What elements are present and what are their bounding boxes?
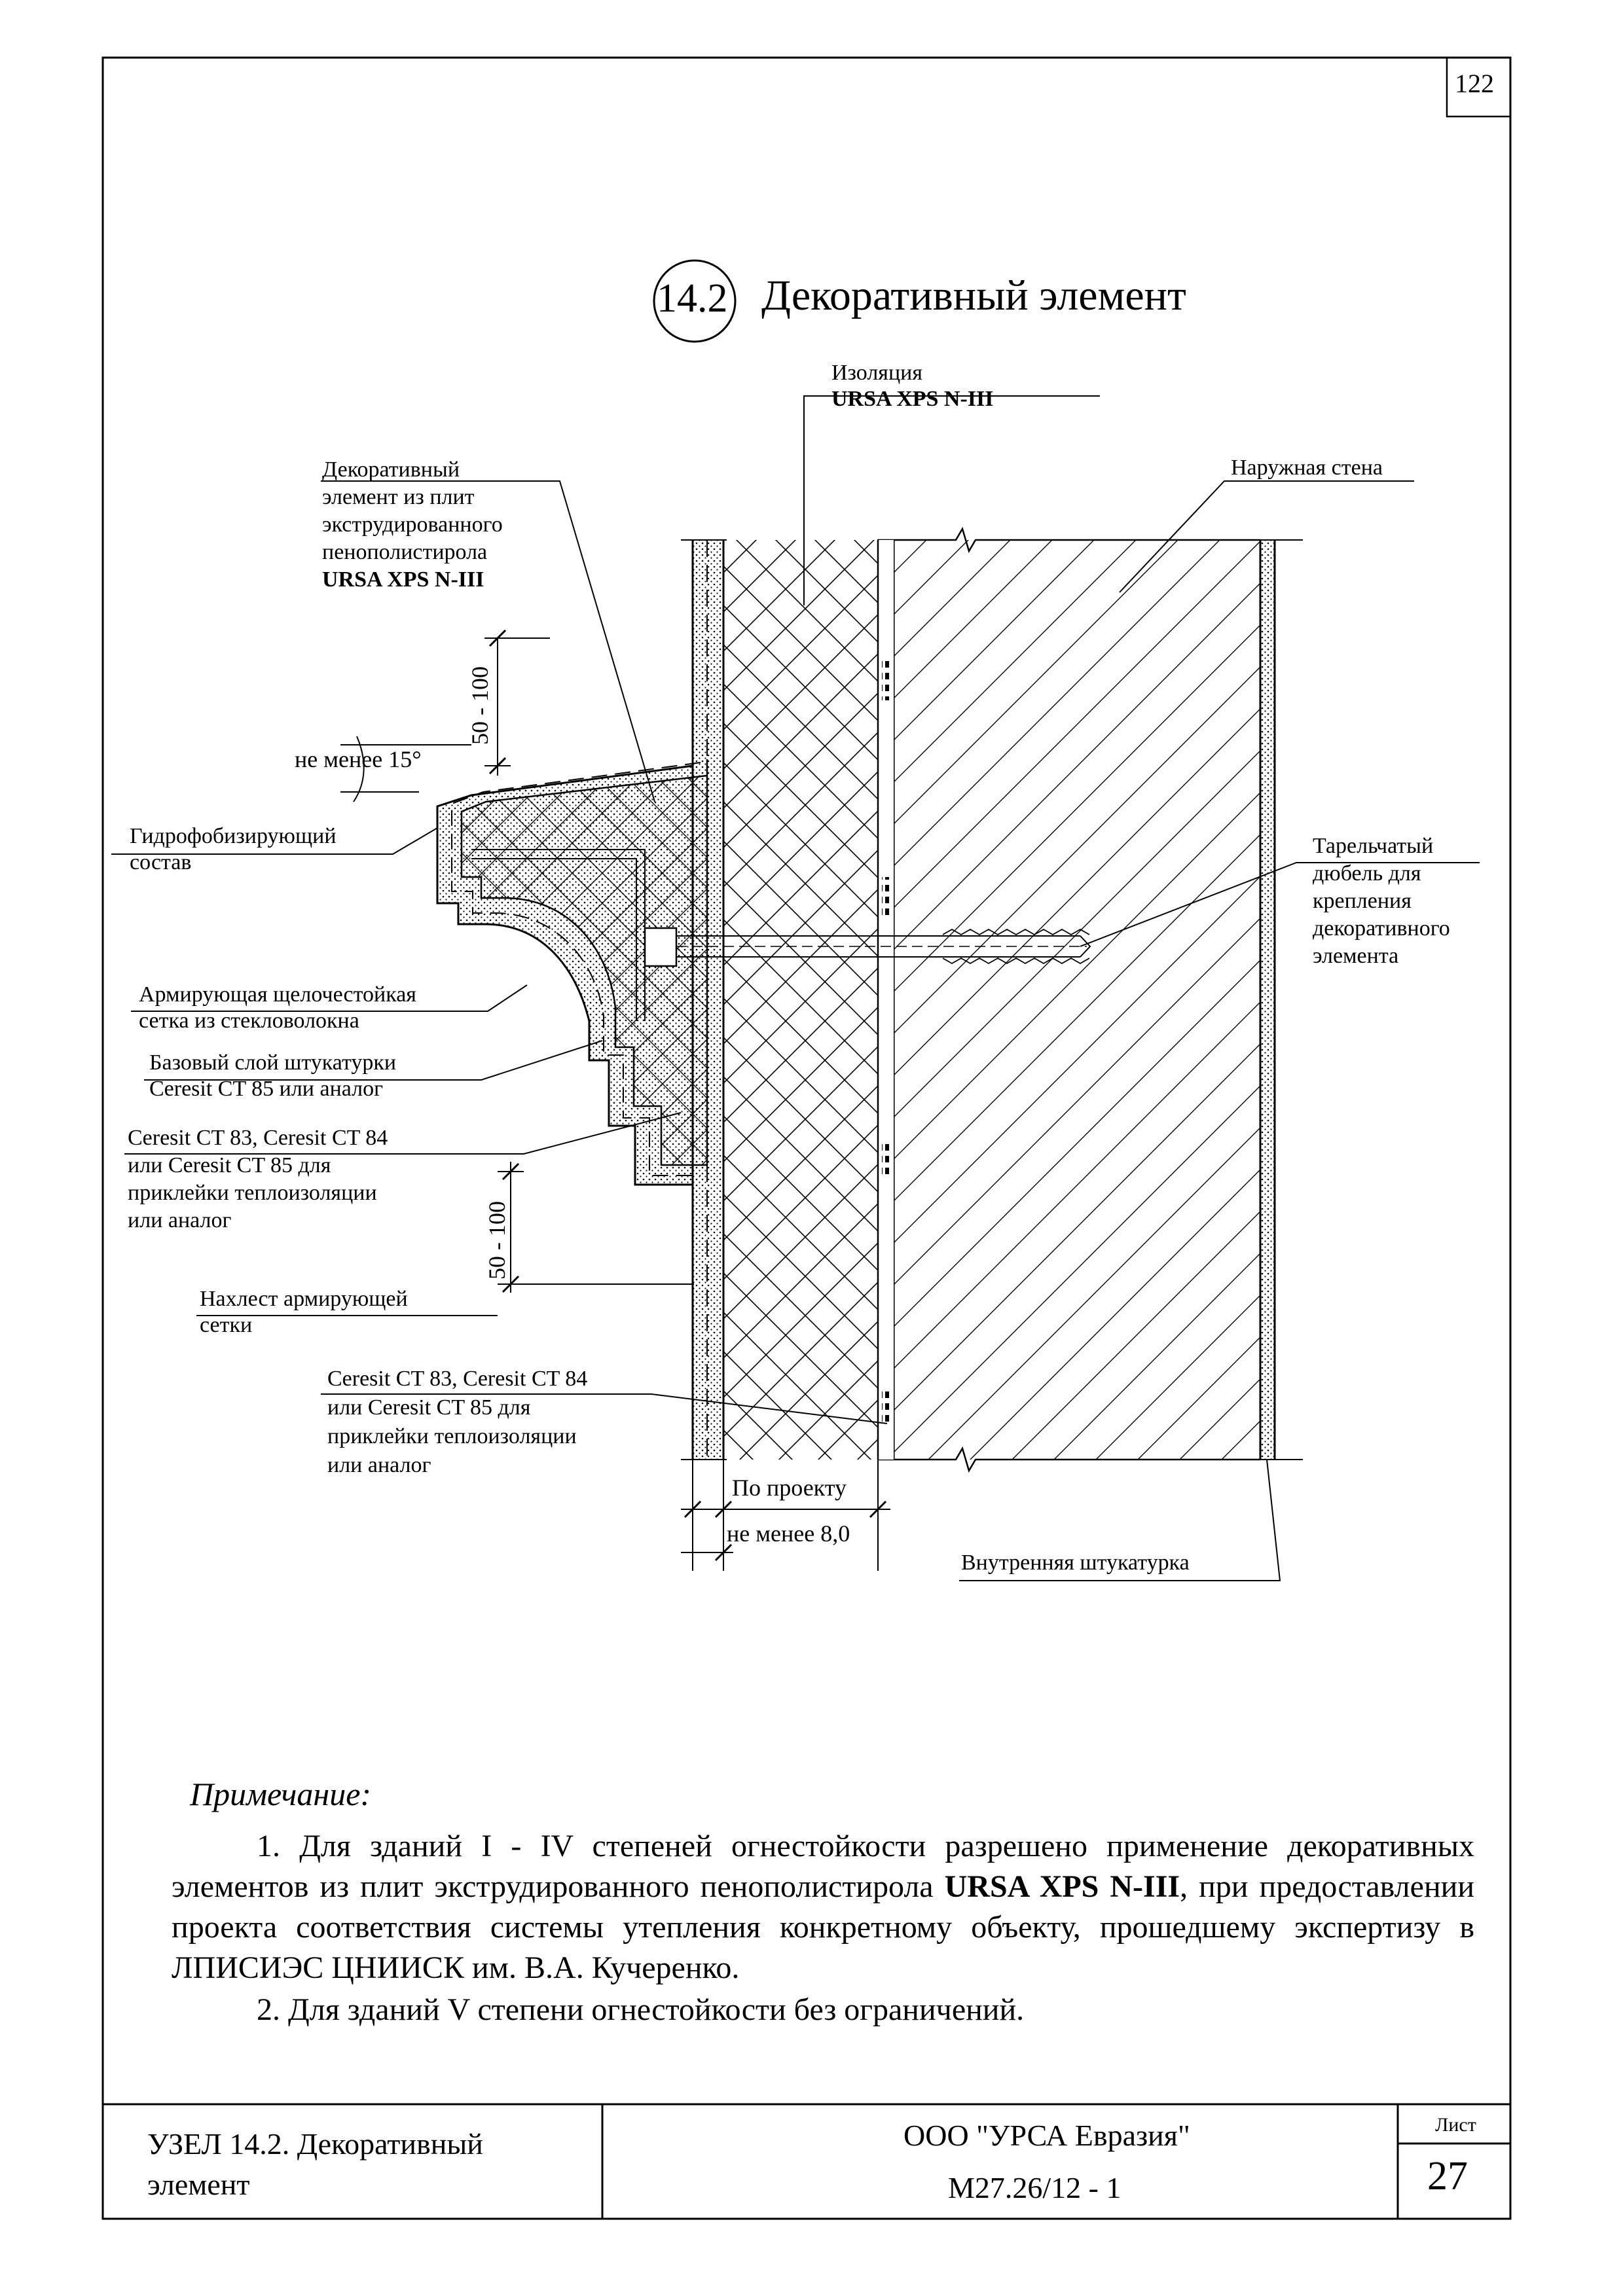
label-decorative-element: Декоративный элемент из плит экструдиров… [322, 457, 503, 592]
note-heading: Примечание: [190, 1776, 372, 1812]
leader-lines [111, 395, 1480, 1581]
decorative-element [436, 730, 708, 1186]
label-adhesive-lower: Ceresit CT 83, Ceresit CT 84 или Ceresit… [327, 1367, 588, 1477]
page-number: 122 [1455, 69, 1494, 98]
dimension-thickness [681, 1460, 890, 1571]
label-outer-wall: Наружная стена [1231, 456, 1383, 480]
sheet-frame [101, 56, 1512, 2220]
inner-plaster [1244, 539, 1303, 1460]
label-adhesive-upper: Ceresit CT 83, Ceresit CT 84 или Ceresit… [128, 1126, 388, 1232]
detail-marker: 14.2 [657, 276, 728, 321]
dimension-slope [340, 736, 471, 802]
label-inner-plaster: Внутренняя штукатурка [961, 1551, 1190, 1575]
detail-marker-circle [653, 259, 737, 343]
stamp-code: М27.26/12 - 1 [948, 2171, 1122, 2204]
stamp-sheet-number: 27 [1427, 2154, 1468, 2198]
label-slope: не менее 15° [295, 746, 422, 772]
detail-title: Декоративный элемент [761, 272, 1186, 319]
dimension-min-8: не менее 8,0 [727, 1520, 850, 1547]
dimension-top-value: 50 - 100 [467, 666, 493, 745]
label-mesh-overlap: Нахлест армирующей сетки [200, 1287, 408, 1337]
label-base-plaster: Базовый слой штукатурки Ceresit CT 85 ил… [149, 1050, 397, 1101]
label-mesh: Армирующая щелочестойкая сетка из стекло… [139, 982, 416, 1033]
label-hydrophobic: Гидрофобизирующий состав [130, 824, 337, 874]
adhesive-layer [877, 540, 894, 1460]
dimension-bottom [498, 1162, 694, 1293]
stamp-company: ООО "УРСА Евразия" [903, 2119, 1190, 2152]
note-paragraph-2: 2. Для зданий V степени огнестойкости бе… [257, 1992, 1025, 2027]
dimension-by-project: По проекту [732, 1475, 847, 1501]
label-insulation: Изоляция URSA XPS N-III [831, 361, 994, 411]
dimension-top [484, 629, 550, 776]
dowel [644, 927, 1091, 967]
dimension-bottom-value: 50 - 100 [484, 1201, 510, 1280]
note-paragraph-1: 1. Для зданий I - IV степеней огнестойко… [172, 1829, 1475, 1985]
stamp-sheet-label: Лист [1435, 2114, 1476, 2136]
stamp-title: УЗЕЛ 14.2. Декоративный элемент [147, 2127, 483, 2201]
label-dowel: Тарельчатый дюбель для крепления декорат… [1313, 834, 1450, 968]
outer-wall [877, 526, 1262, 1473]
main-insulation [722, 540, 878, 1460]
